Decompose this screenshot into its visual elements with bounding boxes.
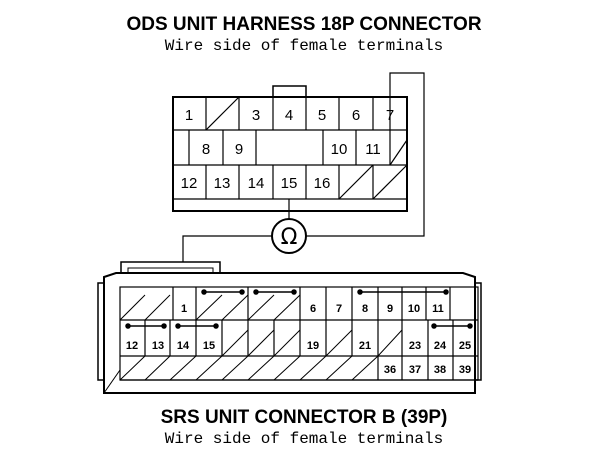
- srs-pin-8: 8: [362, 303, 368, 315]
- ods-housing: [172, 96, 408, 212]
- srs-pin-37: 37: [409, 364, 421, 376]
- srs-pin-6: 6: [310, 303, 316, 315]
- srs-pin-38: 38: [434, 364, 446, 376]
- srs-pin-36: 36: [384, 364, 396, 376]
- srs-pin-25: 25: [459, 340, 471, 352]
- ohmmeter-circle: [271, 218, 307, 254]
- srs-housing: [103, 272, 476, 394]
- ods-pin-1: 1: [185, 107, 193, 124]
- srs-pin-15: 15: [203, 340, 215, 352]
- ods-pin-5: 5: [318, 107, 326, 124]
- ods-pin-labels: 1 3 4 5 6 7 8 9 10 11 12 13 14 15 16: [181, 107, 395, 192]
- srs-pin-10: 10: [408, 303, 420, 315]
- srs-pin-9: 9: [387, 303, 393, 315]
- ods-pin-13: 13: [214, 175, 231, 192]
- ods-pin-8: 8: [202, 141, 210, 158]
- srs-pin-11: 11: [432, 303, 444, 315]
- ods-pin-11: 11: [365, 141, 381, 158]
- ods-pin-3: 3: [252, 107, 260, 124]
- ods-pin-16: 16: [314, 175, 331, 192]
- ods-pin-12: 12: [181, 175, 198, 192]
- srs-pin-1: 1: [181, 303, 187, 315]
- srs-connector-subtitle: Wire side of female terminals: [164, 430, 444, 448]
- ods-connector-title: ODS UNIT HARNESS 18P CONNECTOR: [126, 14, 482, 35]
- srs-pin-19: 19: [307, 340, 319, 352]
- srs-pin-labels: 1 6 7 8 9 10 11 12 13 14 15 19 21 23 24 …: [126, 303, 471, 376]
- ods-pin-14: 14: [248, 175, 265, 192]
- ods-18p-connector: [172, 85, 408, 212]
- srs-pin-12: 12: [126, 340, 138, 352]
- srs-pin-14: 14: [177, 340, 190, 352]
- ohmmeter: Ω: [271, 218, 307, 254]
- ods-pin-4: 4: [285, 107, 293, 124]
- srs-pin-24: 24: [434, 340, 447, 352]
- srs-pin-21: 21: [359, 340, 371, 352]
- ods-pin-9: 9: [235, 141, 243, 158]
- ods-pin-15: 15: [281, 175, 298, 192]
- ods-pin-6: 6: [352, 107, 360, 124]
- lead-pin7: [305, 72, 425, 237]
- ods-pin-10: 10: [331, 141, 348, 158]
- srs-pin-23: 23: [409, 340, 421, 352]
- srs-pin-13: 13: [152, 340, 164, 352]
- srs-39p-connector: [97, 261, 482, 394]
- srs-pin-39: 39: [459, 364, 471, 376]
- ohm-icon: Ω: [281, 225, 298, 250]
- srs-connector-title: SRS UNIT CONNECTOR B (39P): [160, 407, 448, 428]
- ods-connector-subtitle: Wire side of female terminals: [164, 37, 444, 55]
- srs-pin-7: 7: [336, 303, 342, 315]
